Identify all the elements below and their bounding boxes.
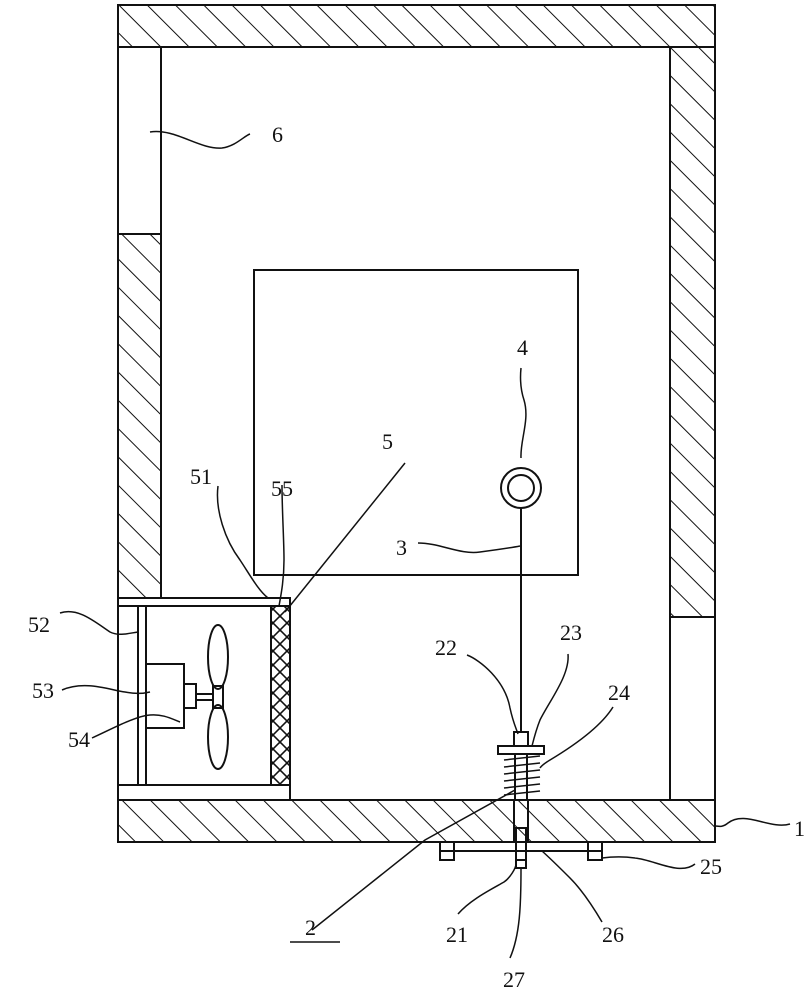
rod-end-block <box>513 731 529 747</box>
label-4: 4 <box>517 335 528 360</box>
part-labels: 6 4 5 3 51 55 52 53 54 22 23 24 1 25 26 … <box>28 122 805 992</box>
label-24: 24 <box>608 680 630 705</box>
right-bracket <box>587 841 603 861</box>
right-wall-upper <box>669 46 716 618</box>
fan-housing-top-plate <box>117 597 291 607</box>
left-bracket <box>439 841 455 861</box>
label-3: 3 <box>396 535 407 560</box>
left-wall-lower <box>117 233 162 599</box>
spring-top-plate <box>497 745 545 755</box>
bottom-assembly <box>439 827 603 869</box>
motor-coupling <box>183 683 197 709</box>
label-55: 55 <box>271 476 293 501</box>
inner-box <box>253 269 579 576</box>
label-1: 1 <box>794 816 805 841</box>
housing <box>117 4 716 843</box>
bottom-wall <box>117 799 716 843</box>
motor <box>145 663 185 729</box>
label-23: 23 <box>560 620 582 645</box>
label-51: 51 <box>190 464 212 489</box>
label-21: 21 <box>446 922 468 947</box>
bottom-plate <box>439 841 603 852</box>
left-wall-opening <box>117 46 162 235</box>
right-wall-opening <box>669 616 716 801</box>
spring <box>503 755 541 796</box>
label-22: 22 <box>435 635 457 660</box>
label-54: 54 <box>68 727 90 752</box>
ring-element <box>500 467 542 509</box>
leader-lines <box>59 130 791 959</box>
label-2: 2 <box>305 915 316 940</box>
filter-mesh <box>270 605 291 786</box>
label-5: 5 <box>382 429 393 454</box>
label-26: 26 <box>602 922 624 947</box>
label-25: 25 <box>700 854 722 879</box>
top-wall <box>117 4 716 48</box>
label-52: 52 <box>28 612 50 637</box>
fan-unit <box>117 597 291 801</box>
label-27: 27 <box>503 967 525 992</box>
shaft-tip <box>515 859 527 869</box>
fan-blade-lower <box>207 704 229 770</box>
fan-blade-upper <box>207 624 229 690</box>
label-53: 53 <box>32 678 54 703</box>
spring-assembly <box>497 731 545 843</box>
label-6: 6 <box>272 122 283 147</box>
